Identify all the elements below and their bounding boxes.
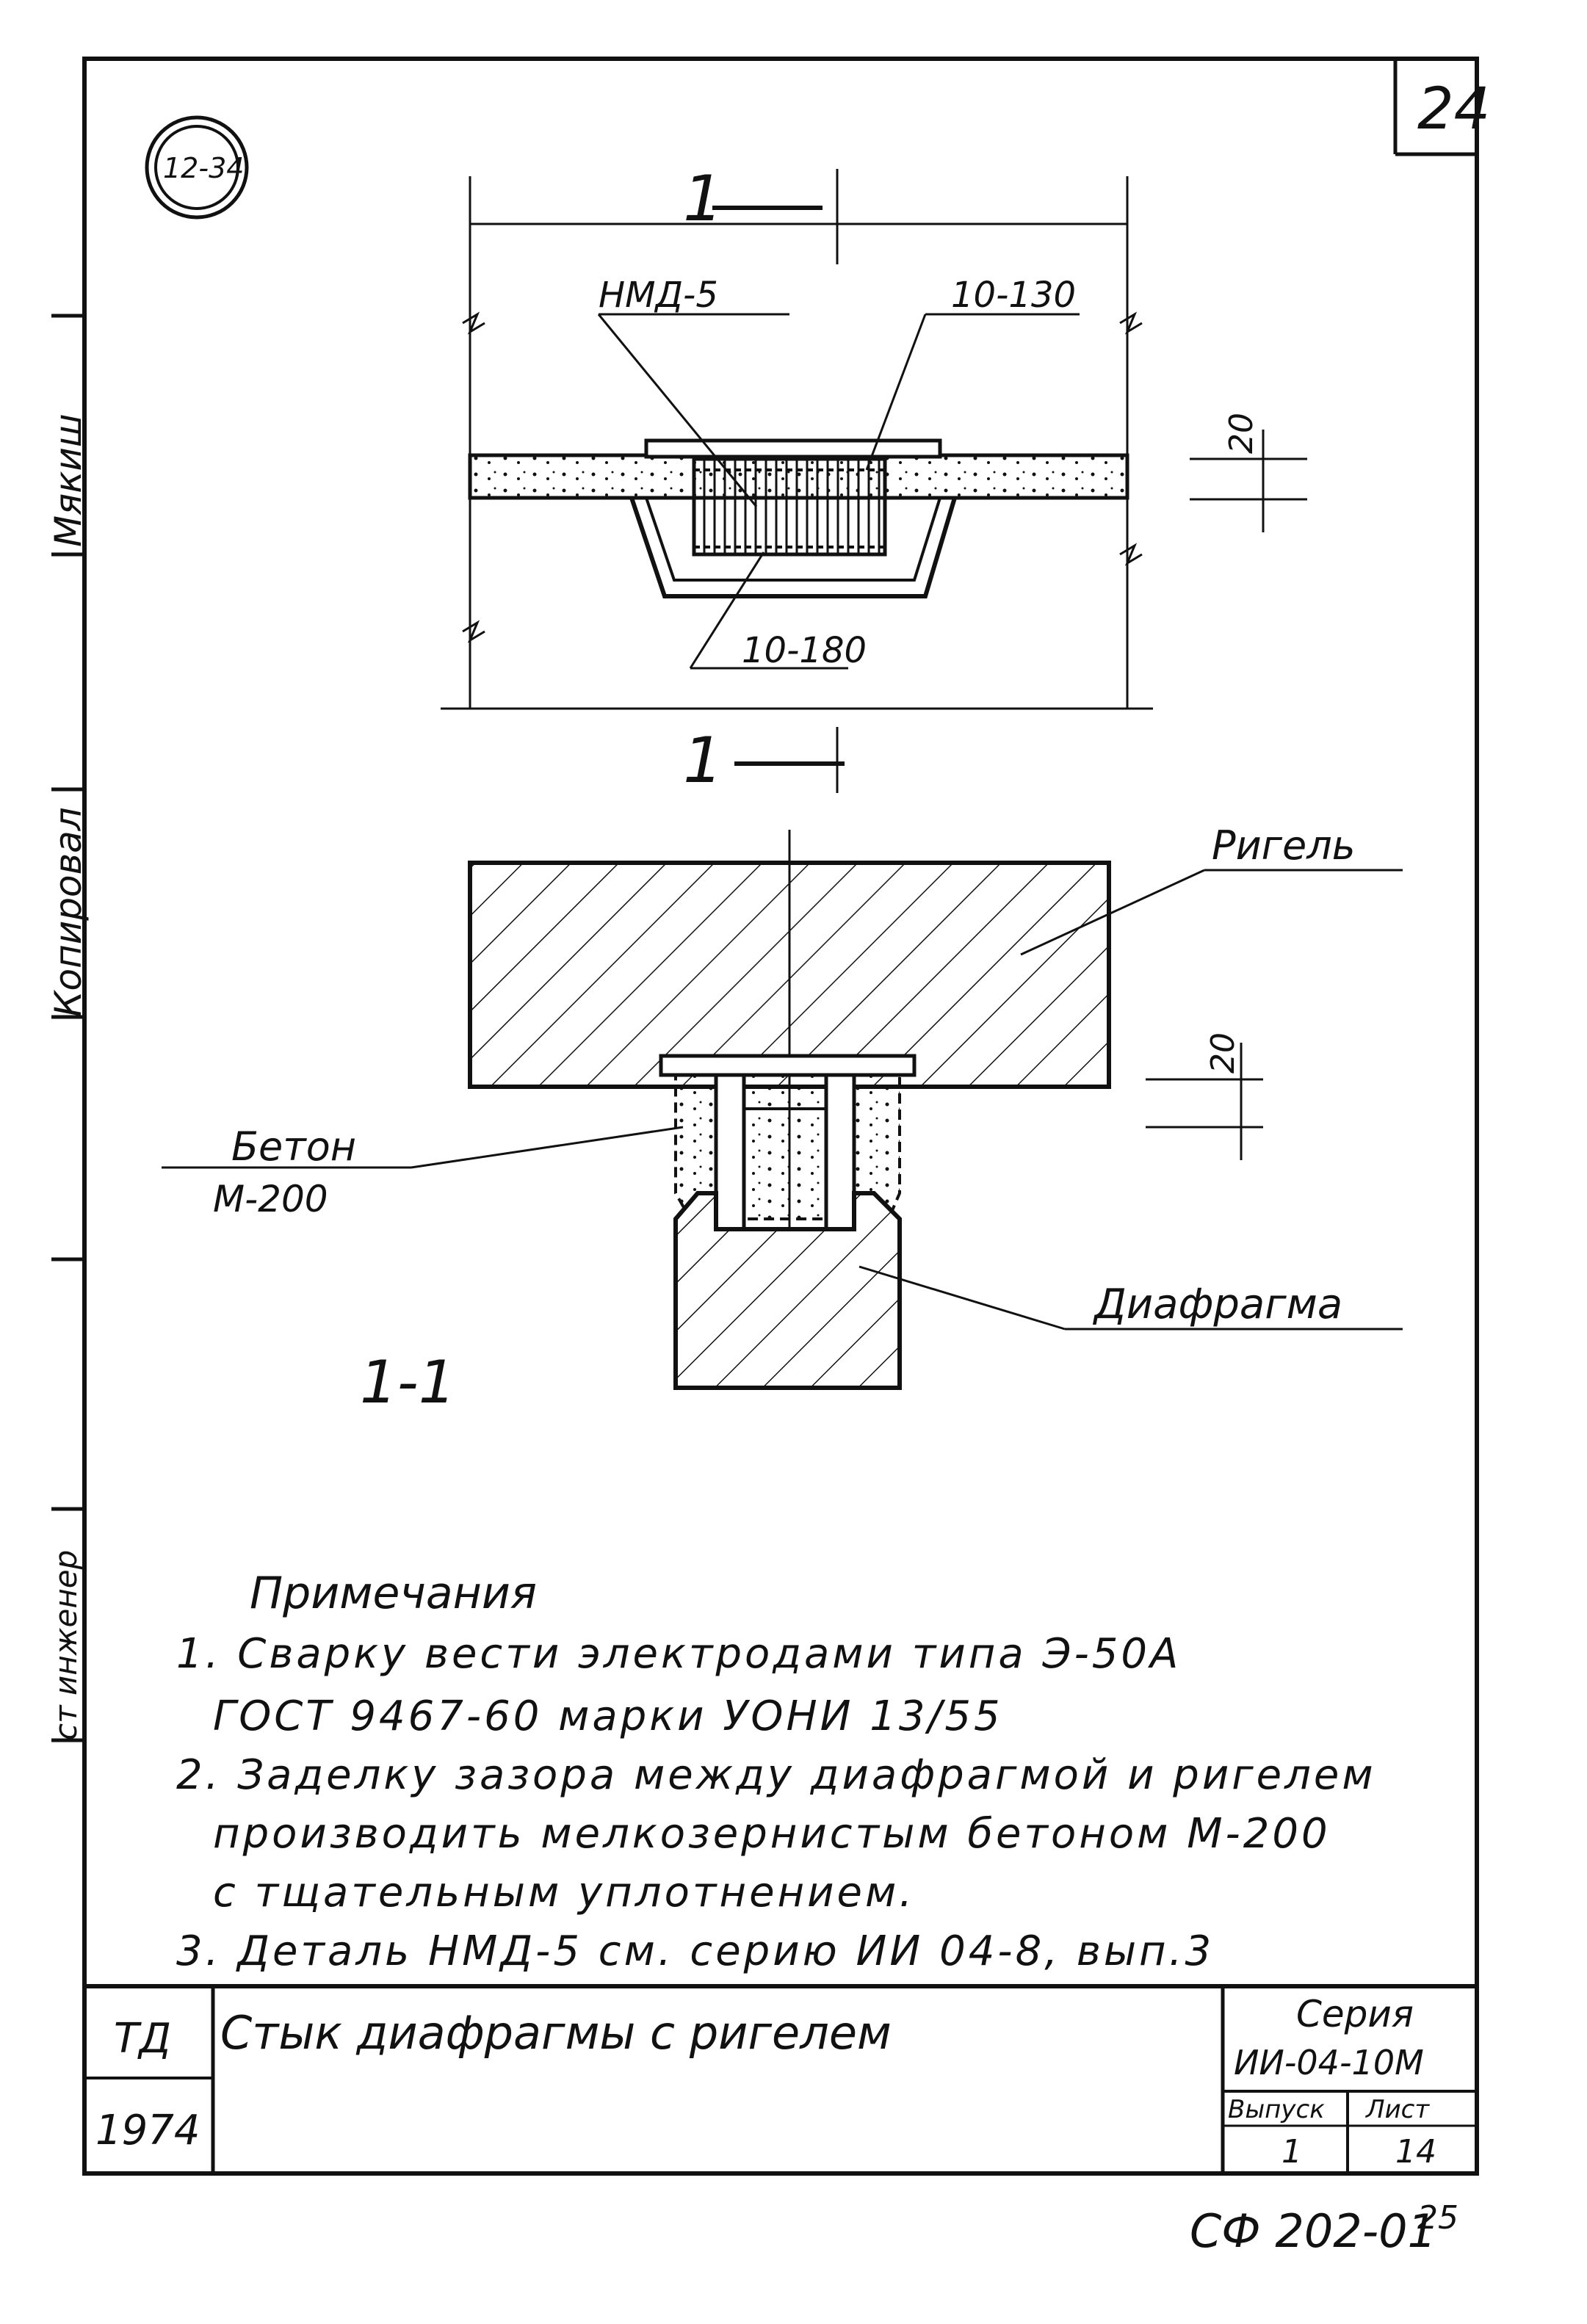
- note-line-4: производить мелкозернистым бетоном М-200: [213, 1810, 1331, 1858]
- side-label-kopiroval: Копировал: [47, 807, 90, 1017]
- sheet-frame: [82, 57, 1479, 2176]
- side-label-engineer: ст инженер: [48, 1550, 84, 1740]
- side-label-signature: Мякиш: [47, 413, 90, 547]
- label-rigel: Ригель: [1212, 822, 1356, 869]
- label-rebar-top: 10-130: [951, 275, 1076, 316]
- footer-num: 25: [1417, 2199, 1458, 2237]
- label-beton: Бетон: [231, 1123, 356, 1170]
- plan-dim-20: 20: [1223, 413, 1260, 454]
- title-block-year: 1974: [95, 2107, 200, 2154]
- notes-title: Примечания: [250, 1568, 537, 1619]
- stamp-number: 12-34: [163, 152, 244, 184]
- title-block-org: ТД: [114, 2015, 171, 2063]
- section-label-1-1: 1-1: [360, 1348, 456, 1416]
- note-line-6: 3. Деталь НМД-5 см. серию ИИ 04-8, вып.3: [176, 1927, 1215, 1975]
- title-block-issue-label: Выпуск: [1228, 2095, 1325, 2124]
- footer-code: СФ 202-01: [1190, 2204, 1436, 2258]
- title-block-series-value: ИИ-04-10М: [1234, 2043, 1424, 2082]
- title-block-title: Стык диафрагмы с ригелем: [220, 2006, 892, 2060]
- label-beton-grade: М-200: [213, 1178, 328, 1220]
- title-block-series-label: Серия: [1296, 1993, 1414, 2035]
- note-line-1: 1. Сварку вести электродами типа Э-50А: [176, 1630, 1182, 1678]
- title-block-frame: [84, 1984, 1477, 2173]
- section-mark-top: 1: [683, 162, 723, 236]
- section-mark-bottom: 1: [683, 724, 723, 797]
- section-dim-20: 20: [1204, 1032, 1242, 1074]
- label-rebar-bottom: 10-180: [742, 630, 867, 671]
- note-line-2: ГОСТ 9467-60 марки УОНИ 13/55: [213, 1693, 1003, 1740]
- margin-ticks: [51, 314, 84, 1742]
- label-diaphragm: Диафрагма: [1092, 1281, 1342, 1328]
- title-block-sheet-value: 14: [1395, 2133, 1436, 2171]
- sheet-number: 24: [1417, 76, 1490, 142]
- title-block-issue-value: 1: [1281, 2133, 1302, 2171]
- section-view: [162, 830, 1403, 1390]
- title-block-sheet-label: Лист: [1364, 2095, 1430, 2124]
- plan-view: [441, 169, 1307, 793]
- note-line-3: 2. Заделку зазора между диафрагмой и риг…: [176, 1751, 1376, 1799]
- note-line-5: с тщательным уплотнением.: [213, 1869, 916, 1916]
- stamp-circle: [145, 115, 249, 220]
- label-nmd5: НМД-5: [599, 275, 718, 316]
